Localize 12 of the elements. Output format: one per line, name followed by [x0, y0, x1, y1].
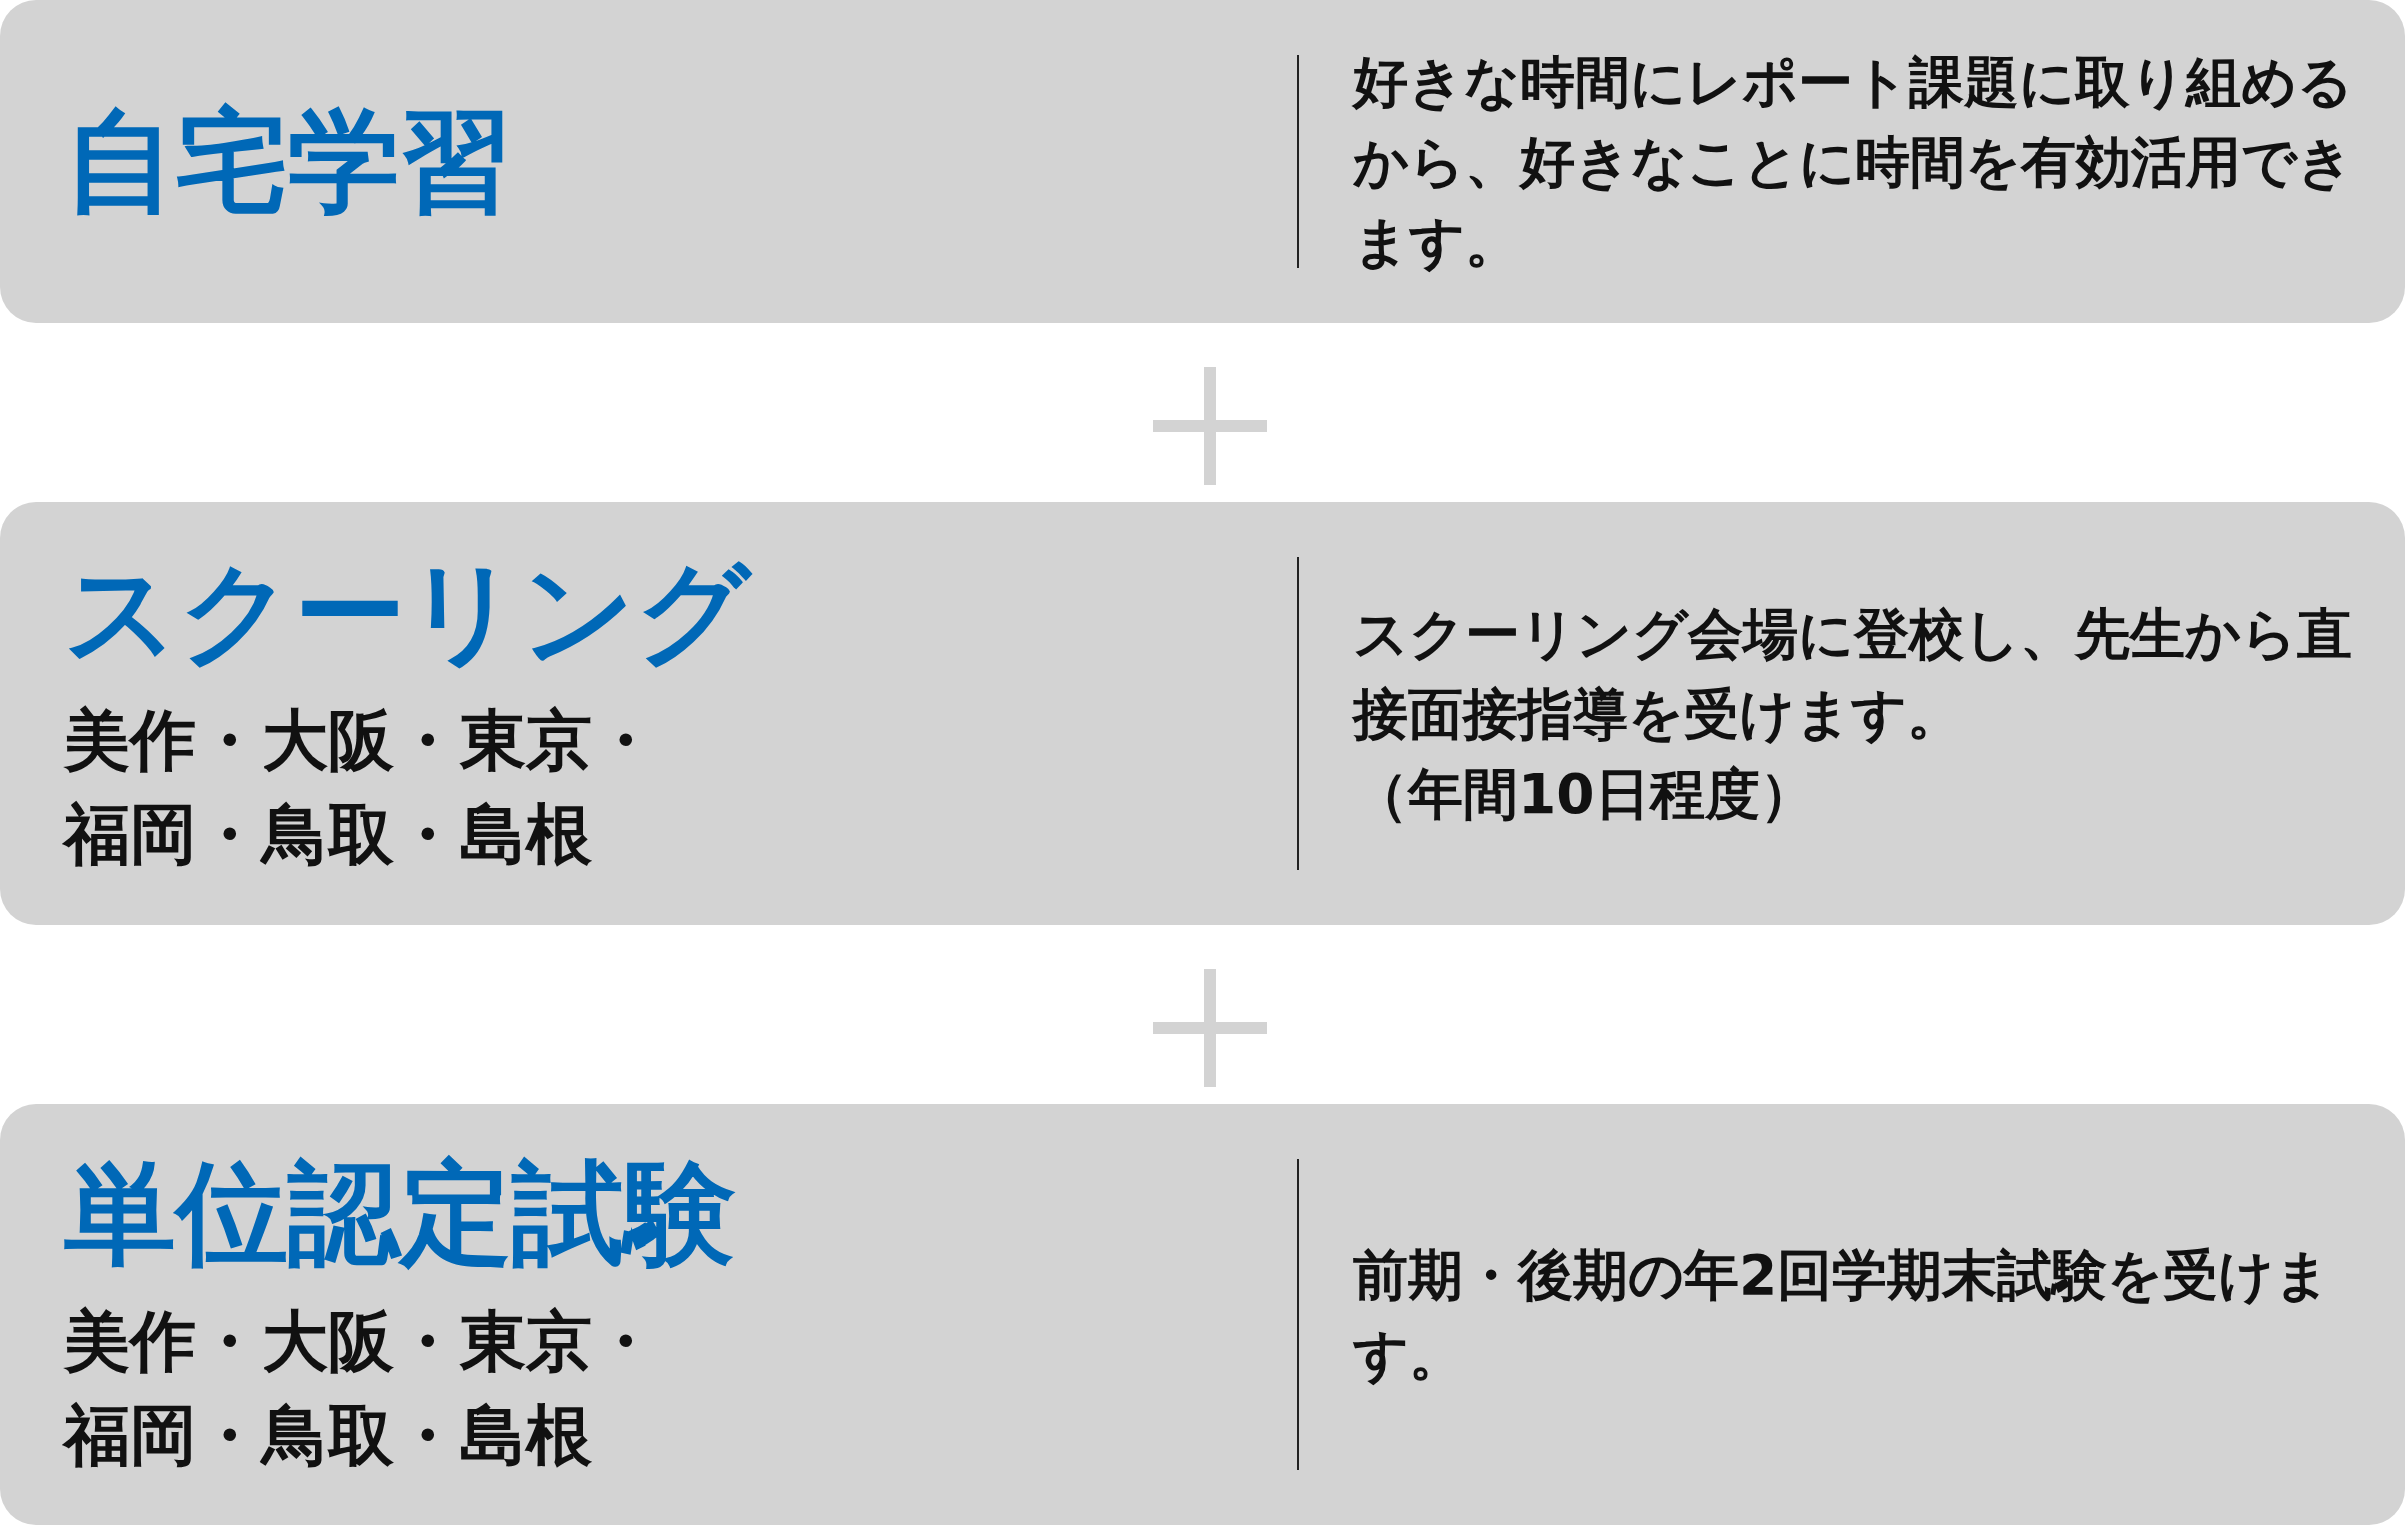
- description-text: （年間10日程度）: [1353, 760, 1816, 828]
- step-panel: [0, 0, 2405, 323]
- step-title: 単位認定試験: [64, 1147, 736, 1281]
- description-text: 前期・後期の年2回学期末試験を受けます。: [1353, 1241, 2332, 1389]
- step-title: スクーリング: [64, 546, 751, 680]
- step-panel: [0, 1104, 2405, 1525]
- description-text: スクーリング会場に登校し、先生から直接面接指導を受けます。: [1353, 600, 2353, 748]
- description-text: 好きな時間にレポート課題に取り組めるから、好きなことに時間を有効活用できます。: [1353, 48, 2354, 276]
- step-title: 自宅学習: [64, 95, 512, 229]
- location-list: 美作・大阪・東京・福岡・鳥取・島根: [64, 693, 694, 882]
- location-list: 美作・大阪・東京・福岡・鳥取・島根: [64, 1294, 694, 1483]
- step-panel: [0, 502, 2405, 925]
